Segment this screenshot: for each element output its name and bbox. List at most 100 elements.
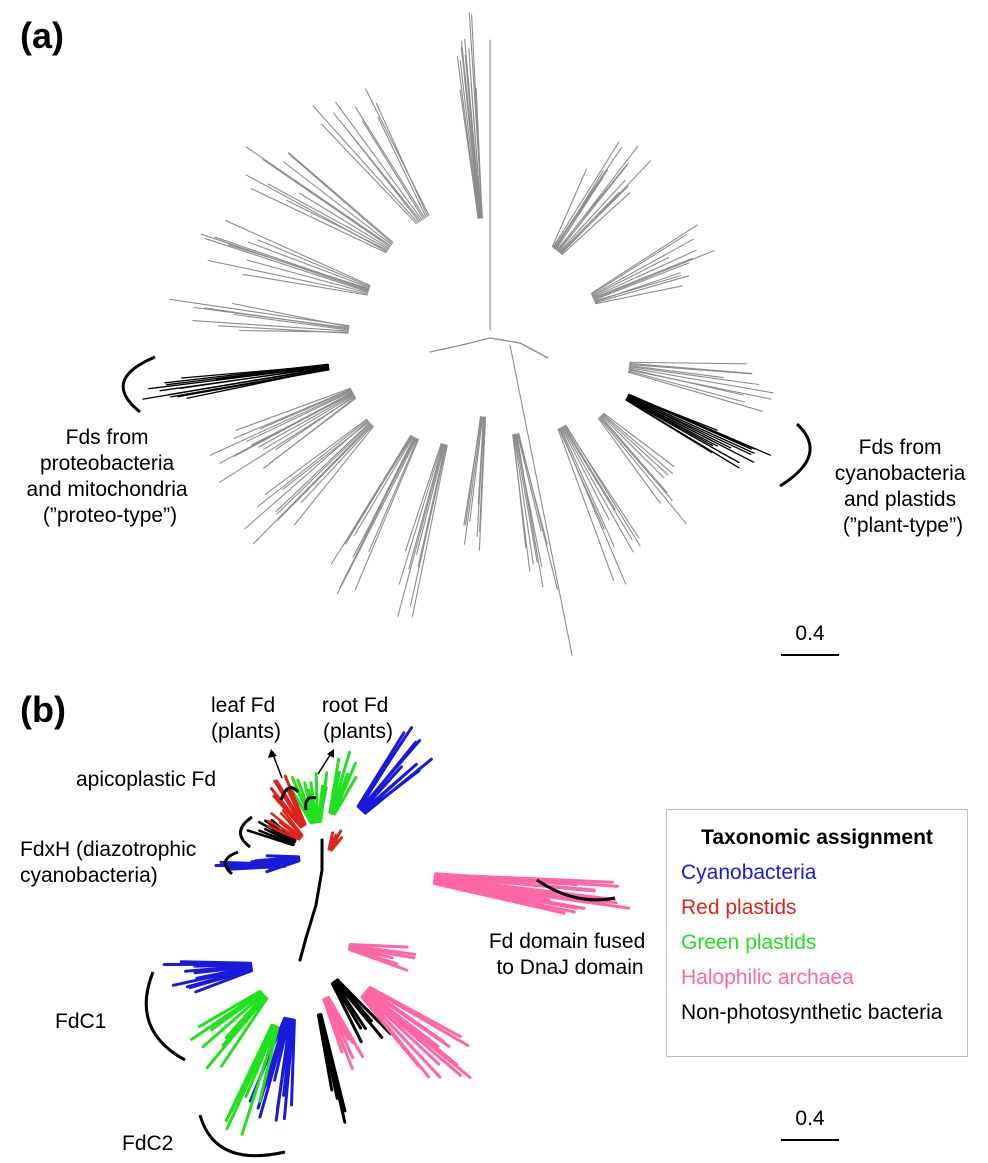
tree-branch xyxy=(298,192,390,249)
bracket-leaf-fd xyxy=(279,786,300,801)
tree-branch xyxy=(597,418,661,504)
tree-branch xyxy=(364,990,440,1048)
tree-branch xyxy=(244,420,369,530)
tree-branch xyxy=(433,875,596,892)
tree-branch xyxy=(195,965,253,980)
fused-line-2: to DnaJ domain xyxy=(496,956,643,979)
tree-branch xyxy=(282,1018,294,1097)
tree-branch xyxy=(594,272,681,303)
tree-branch xyxy=(215,365,329,381)
tree-branch xyxy=(264,827,296,845)
leaf-fd-line-2: (plants) xyxy=(211,720,281,743)
tree-branch xyxy=(324,997,355,1060)
tree-branch xyxy=(628,366,759,386)
tree-branch xyxy=(560,160,652,255)
tree-branch xyxy=(363,436,415,538)
tree-branch xyxy=(221,995,267,1047)
tree-branch xyxy=(348,945,416,960)
tree-branch xyxy=(464,416,482,526)
tree-branch xyxy=(275,395,355,451)
scale-bar-b-label: 0.4 xyxy=(795,1107,825,1130)
tree-branch xyxy=(552,141,620,248)
tree-branch xyxy=(304,903,318,940)
tree-branch xyxy=(629,362,753,374)
tree-branch xyxy=(354,438,419,590)
tree-branch xyxy=(469,416,484,522)
tree-branch xyxy=(599,416,673,501)
tree-branch xyxy=(363,992,462,1077)
tree-branch xyxy=(560,427,615,547)
tree-branch xyxy=(224,1023,274,1123)
tree-branch xyxy=(276,422,371,515)
tree-branch xyxy=(564,425,640,539)
fused-line-1: Fd domain fused xyxy=(489,930,645,953)
tree-branch xyxy=(273,1017,291,1082)
tree-branch xyxy=(562,426,633,540)
tree-branch xyxy=(331,981,363,1030)
tree-branch xyxy=(266,824,301,841)
tree-branch xyxy=(290,1018,296,1107)
tree-branch xyxy=(164,363,329,384)
tree-branch xyxy=(459,59,480,219)
tree-branch xyxy=(329,770,341,815)
tree-branch xyxy=(516,433,542,532)
tree-branch xyxy=(192,320,349,332)
tree-branch xyxy=(417,444,447,567)
panel-b-label: (b) xyxy=(20,689,66,730)
tree-branch xyxy=(259,389,352,430)
tree-branch xyxy=(398,443,443,585)
tree-branch xyxy=(460,40,481,219)
tree-branch xyxy=(629,361,748,365)
bracket-apicoplastic xyxy=(239,815,253,849)
fused-dnaj-annotation: Fd domain fused to DnaJ domain xyxy=(489,930,651,979)
plant-line-2: cyanobacteria xyxy=(835,462,966,485)
tree-branch xyxy=(628,365,724,379)
tree-b-branches xyxy=(162,726,631,1136)
tree-branch xyxy=(250,188,387,254)
tree-branch xyxy=(263,394,355,450)
tree-branch xyxy=(354,106,426,219)
fdc2-label: FdC2 xyxy=(122,1132,173,1155)
tree-branch xyxy=(627,371,764,412)
tree-branch xyxy=(348,946,394,960)
tree-branch xyxy=(257,239,371,288)
tree-branch xyxy=(186,368,330,399)
tree-branch xyxy=(270,812,303,839)
tree-branch xyxy=(335,101,423,221)
tree-branch xyxy=(411,444,448,618)
tree-branch xyxy=(219,860,286,866)
tree-branch xyxy=(593,249,716,300)
tree-branch xyxy=(359,740,418,811)
tree-branch xyxy=(367,986,470,1047)
tree-branch xyxy=(245,146,392,247)
tree-branch xyxy=(240,1025,278,1136)
tree-branch xyxy=(262,396,356,469)
legend-item-cyanobacteria: Cyanobacteria xyxy=(681,861,817,884)
tree-branch xyxy=(416,444,446,555)
tree-branch xyxy=(262,158,391,248)
tree-branch xyxy=(476,416,485,537)
root-fd-annotation: root Fd (plants) xyxy=(322,694,394,743)
tree-branch xyxy=(166,364,329,386)
tree-branch xyxy=(514,433,538,563)
bracket-proteo-type xyxy=(121,355,156,414)
tree-branch xyxy=(247,241,370,289)
tree-branch xyxy=(244,1025,277,1099)
tree-branch xyxy=(207,259,368,295)
tree-branch xyxy=(625,399,713,454)
tree-branch xyxy=(592,257,693,299)
leaf-fd-annotation: leaf Fd (plants) xyxy=(211,694,281,743)
tree-branch xyxy=(594,275,690,304)
tree-branch xyxy=(397,443,445,617)
tree-branch xyxy=(478,416,487,551)
tree-branch xyxy=(190,990,263,1041)
tree-branch xyxy=(592,249,697,298)
tree-branch xyxy=(197,989,262,1029)
tree-branch xyxy=(404,443,442,552)
tree-branch xyxy=(353,436,414,537)
legend-item-halophilic-archaea: Halophilic archaea xyxy=(681,966,854,989)
tree-a-branches xyxy=(142,12,774,656)
tree-branch xyxy=(276,424,373,521)
tree-branch xyxy=(593,262,690,301)
tree-branch xyxy=(558,428,605,530)
